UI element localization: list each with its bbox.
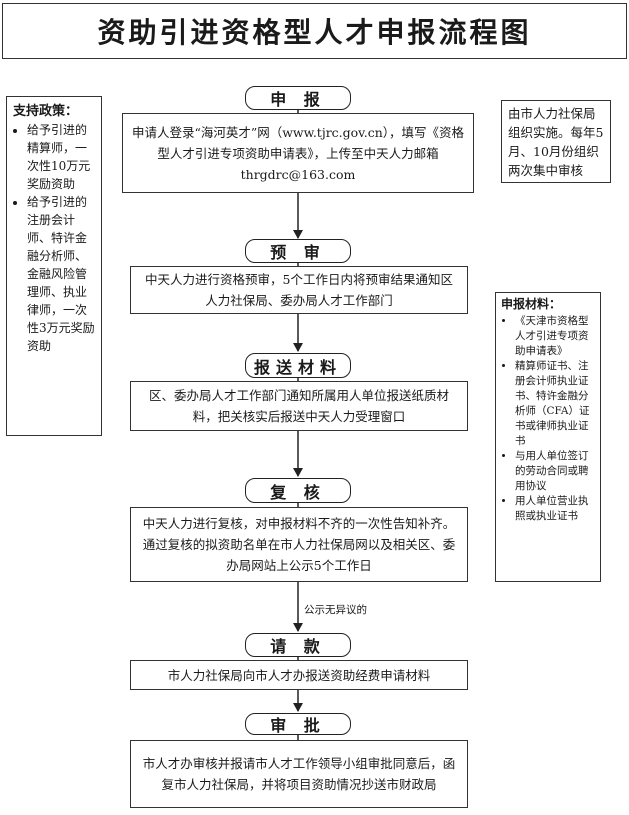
- organizer-note: 由市人力社保局组织实施。每年5月、10月份组织两次集中审核: [508, 106, 604, 178]
- step-label-precheck: 预 审: [245, 239, 351, 263]
- policy-item: 给予引进的注册会计师、特许金融分析师、金融风险管理师、执业律师，一次性3万元奖励…: [27, 193, 95, 355]
- materials-list: 《天津市资格型人才引进专项资助申请表》 精算师证书、注册会计师执业证书、特许金融…: [501, 314, 595, 524]
- materials-item: 与用人单位签订的劳动合同或聘用协议: [515, 449, 595, 494]
- step-text-submit: 区、委办局人才工作部门通知所属用人单位报送纸质材料，把关核实后报送中天人力受理窗…: [148, 388, 449, 424]
- step-text-review: 中天人力进行复核，对申报材料不齐的一次性告知补齐。通过复核的拟资助名单在市人力社…: [142, 516, 456, 573]
- step-box-approval: 市人才办审核并报请市人才工作领导小组审批同意后，函复市人力社保局，并将项目资助情…: [130, 740, 468, 808]
- materials-item: 精算师证书、注册会计师执业证书、特许金融分析师（CFA）证书或律师执业证书: [515, 359, 595, 449]
- step-box-apply: 申请人登录“海河英才”网（www.tjrc.gov.cn），填写《资格型人才引进…: [122, 113, 474, 193]
- title-box: 资助引进资格型人才申报流程图: [2, 3, 627, 59]
- step-box-submit: 区、委办局人才工作部门通知所属用人单位报送纸质材料，把关核实后报送中天人力受理窗…: [130, 381, 468, 431]
- policy-title: 支持政策：: [13, 104, 79, 119]
- step-text-approval: 市人才办审核并报请市人才工作领导小组审批同意后，函复市人力社保局，并将项目资助情…: [142, 756, 456, 792]
- policy-item: 给予引进的精算师，一次性10万元奖励资助: [27, 121, 95, 193]
- policy-panel: 支持政策： 给予引进的精算师，一次性10万元奖励资助 给予引进的注册会计师、特许…: [6, 96, 102, 436]
- materials-title: 申报材料：: [501, 297, 562, 311]
- materials-item: 用人单位营业执照或执业证书: [515, 494, 595, 524]
- annotation-no-objection: 公示无异议的: [304, 604, 367, 616]
- step-label-approval: 审 批: [245, 713, 351, 735]
- step-text-apply: 申请人登录“海河英才”网（www.tjrc.gov.cn），填写《资格型人才引进…: [131, 124, 465, 182]
- step-box-funding: 市人力社保局向市人才办报送资助经费申请材料: [130, 660, 468, 690]
- policy-list: 给予引进的精算师，一次性10万元奖励资助 给予引进的注册会计师、特许金融分析师、…: [13, 121, 95, 355]
- step-box-review: 中天人力进行复核，对申报材料不齐的一次性告知补齐。通过复核的拟资助名单在市人力社…: [130, 507, 468, 582]
- step-text-funding: 市人力社保局向市人才办报送资助经费申请材料: [167, 667, 431, 683]
- organizer-note-box: 由市人力社保局组织实施。每年5月、10月份组织两次集中审核: [501, 100, 611, 183]
- step-text-precheck: 中天人力进行资格预审，5个工作日内将预审结果通知区人力社保局、委办局人才工作部门: [145, 272, 453, 308]
- step-label-submit: 报送材料: [245, 353, 351, 378]
- page-title: 资助引进资格型人才申报流程图: [97, 16, 532, 49]
- materials-panel: 申报材料： 《天津市资格型人才引进专项资助申请表》 精算师证书、注册会计师执业证…: [495, 292, 601, 582]
- step-box-precheck: 中天人力进行资格预审，5个工作日内将预审结果通知区人力社保局、委办局人才工作部门: [130, 266, 468, 314]
- materials-item: 《天津市资格型人才引进专项资助申请表》: [515, 314, 595, 359]
- step-label-funding: 请 款: [245, 633, 351, 657]
- step-label-review: 复 核: [245, 478, 351, 503]
- step-label-apply: 申 报: [245, 86, 351, 110]
